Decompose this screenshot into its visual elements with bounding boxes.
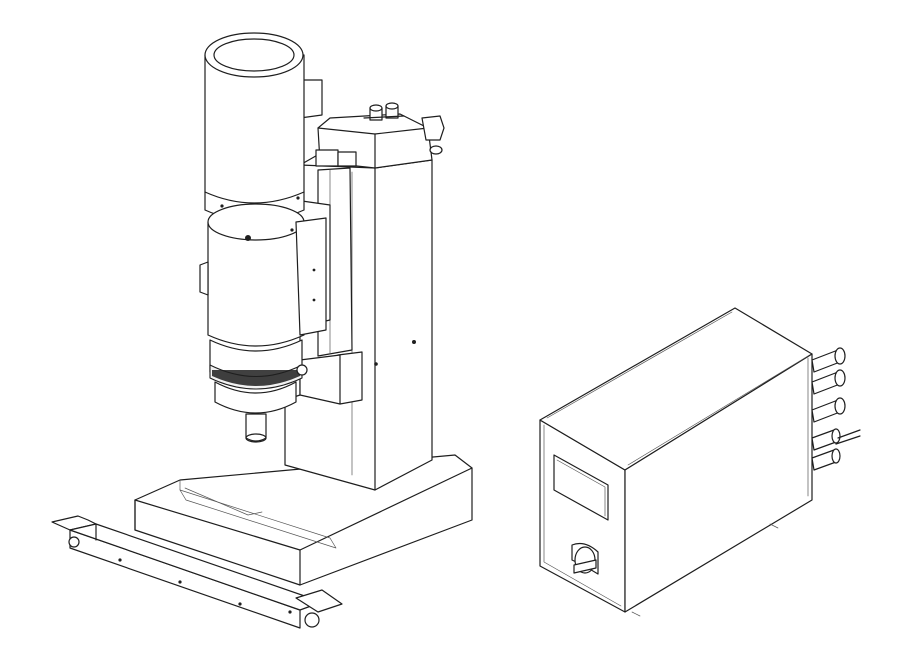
foot-bar xyxy=(51,515,343,629)
display-window xyxy=(553,454,609,521)
cable-connectors xyxy=(811,347,861,471)
press-machine xyxy=(51,32,473,629)
motor xyxy=(204,32,323,222)
transducer-housing xyxy=(199,203,327,347)
horn xyxy=(214,381,297,443)
knurled-ring xyxy=(209,339,308,390)
top-block xyxy=(315,113,445,169)
rotary-switch-icon xyxy=(571,542,599,575)
base-plate xyxy=(134,454,473,586)
air-fittings xyxy=(363,102,405,121)
control-box xyxy=(539,307,861,617)
